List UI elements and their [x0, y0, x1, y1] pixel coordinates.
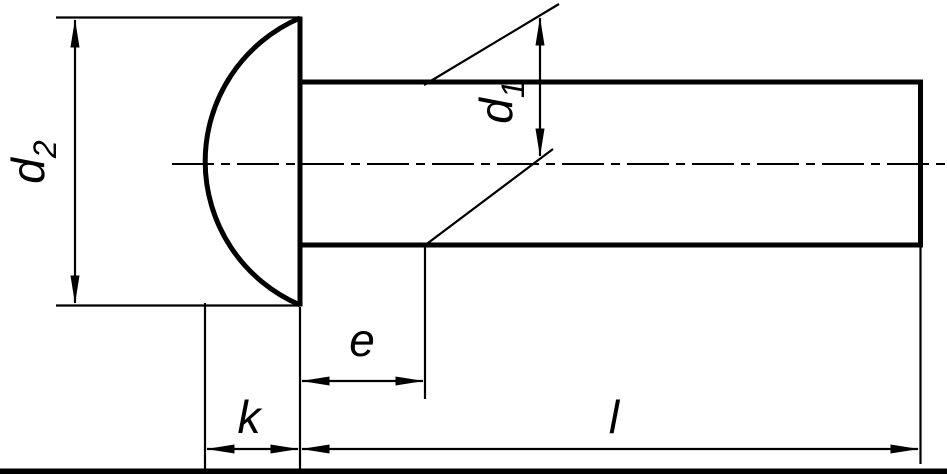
rivet-shank-outline — [300, 79, 923, 248]
dim-label-d1: d1 — [470, 80, 531, 123]
rivet-head-dome — [202, 15, 301, 308]
extension-line-d1-bottom — [423, 148, 554, 247]
dim-label-k: k — [238, 391, 263, 443]
dim-label-l: l — [609, 391, 621, 443]
dim-label-d2: d2 — [2, 140, 63, 184]
dim-label-e: e — [349, 314, 375, 366]
extension-line-d1-top — [423, 3, 560, 86]
